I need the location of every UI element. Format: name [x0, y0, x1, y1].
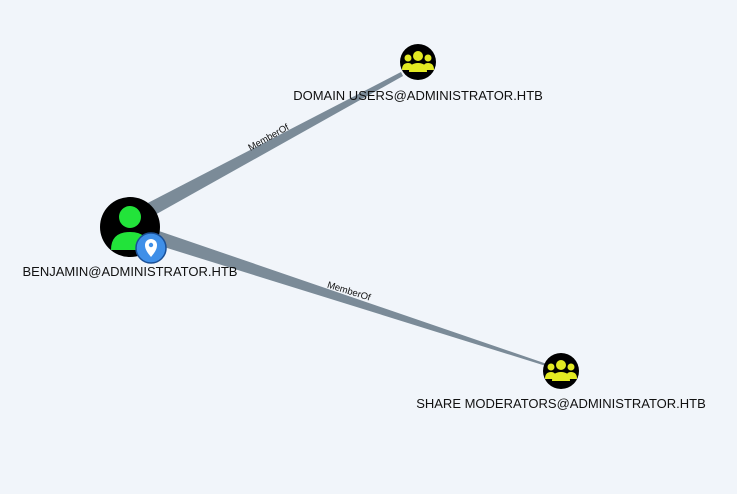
node-label: DOMAIN USERS@ADMINISTRATOR.HTB [293, 88, 543, 103]
group-icon [402, 51, 434, 72]
node-label: BENJAMIN@ADMINISTRATOR.HTB [23, 264, 238, 279]
edge-line[interactable] [151, 230, 547, 366]
group-node-circle[interactable] [400, 44, 436, 80]
location-pin-icon [135, 232, 167, 264]
user-node-benjamin[interactable]: BENJAMIN@ADMINISTRATOR.HTB [23, 197, 238, 279]
group-node-circle[interactable] [543, 353, 579, 389]
edge-memberof-share-moderators[interactable]: MemberOf [151, 230, 547, 366]
node-label: SHARE MODERATORS@ADMINISTRATOR.HTB [416, 396, 706, 411]
group-node-share-moderators[interactable]: SHARE MODERATORS@ADMINISTRATOR.HTB [416, 353, 706, 411]
group-icon [545, 360, 577, 381]
edge-line[interactable] [140, 72, 403, 216]
group-node-domain-users[interactable]: DOMAIN USERS@ADMINISTRATOR.HTB [293, 44, 543, 103]
